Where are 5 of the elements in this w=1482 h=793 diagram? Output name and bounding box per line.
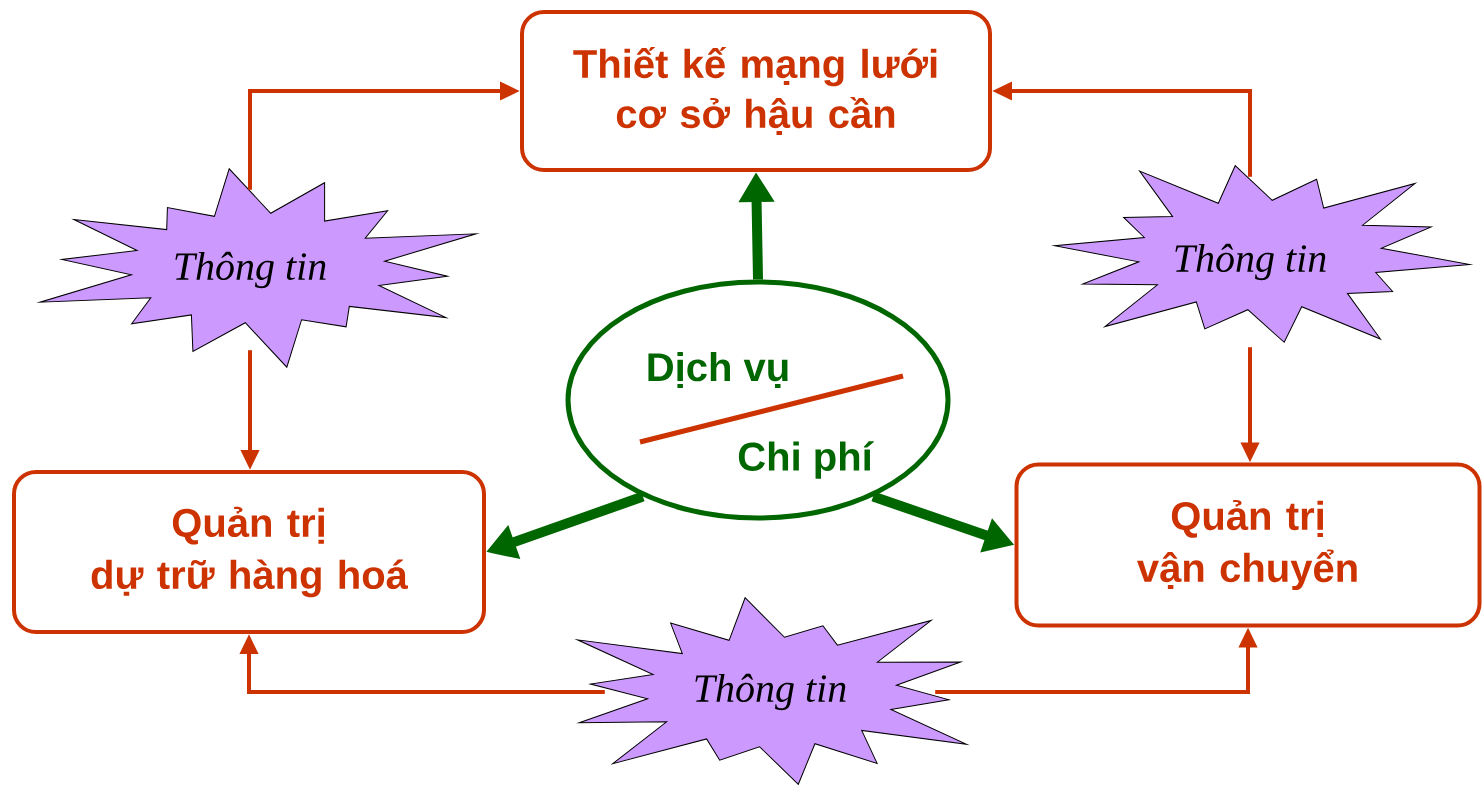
starburst: Thông tin: [577, 597, 967, 785]
process-box: Thiết kế mạng lưới cơ sở hậu cần: [520, 10, 992, 172]
process-box: Quản trị vận chuyển: [1014, 462, 1482, 628]
starburst: Thông tin: [39, 168, 477, 368]
process-box: Quản trị dự trữ hàng hoá: [12, 470, 486, 634]
